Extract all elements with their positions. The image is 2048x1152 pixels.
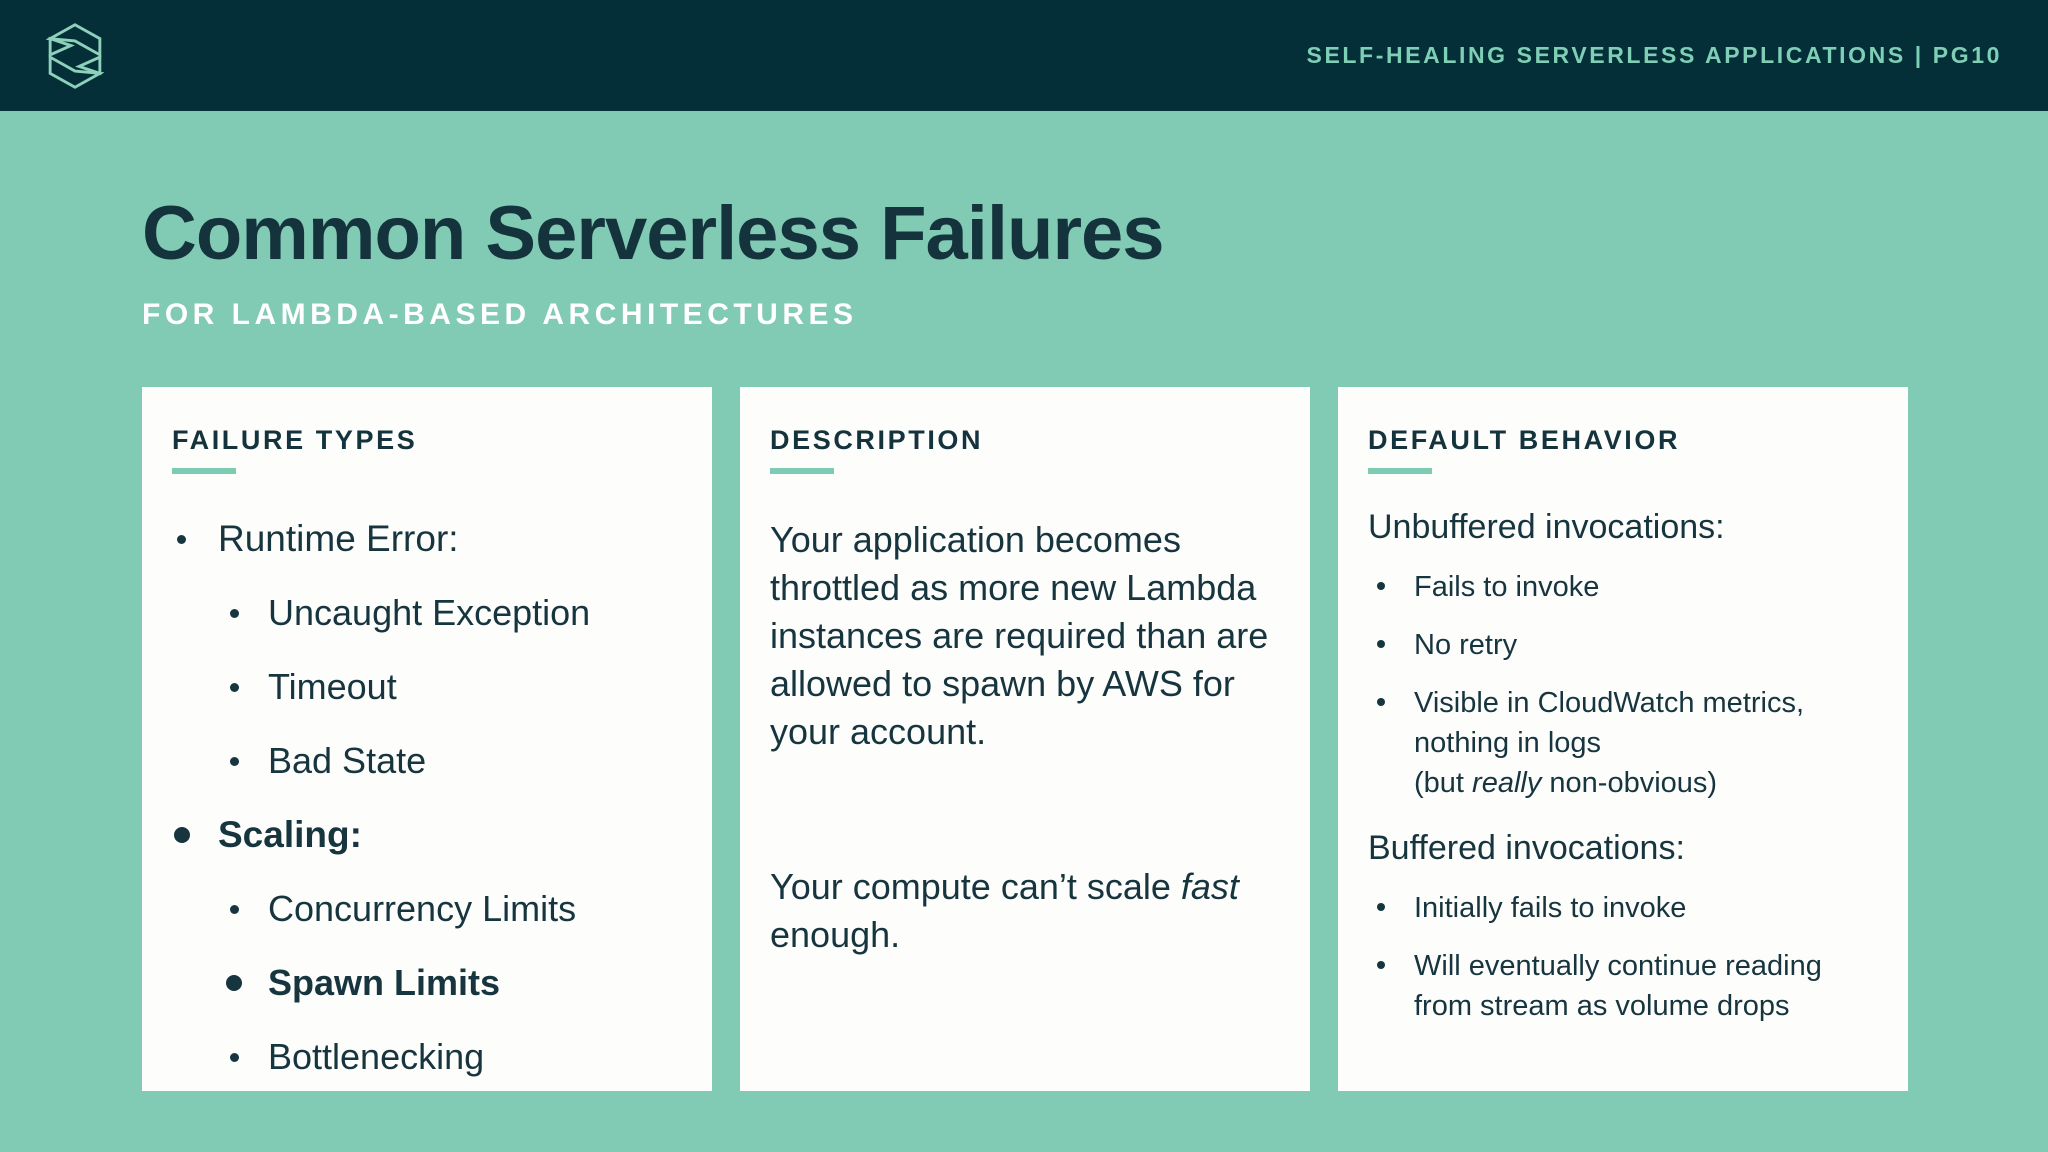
description-paragraph: Your compute can’t scale fast enough. — [770, 863, 1280, 959]
list-item-label: Fails to invoke — [1414, 571, 1600, 603]
page-title: Common Serverless Failures — [142, 191, 1165, 276]
cards-row: FAILURE TYPES Runtime Error: Uncaught Ex… — [142, 387, 1908, 1091]
bullet-icon — [230, 905, 239, 914]
bullet-icon — [1377, 961, 1385, 970]
list-item: Bottlenecking — [172, 1036, 682, 1078]
heading-underline — [770, 468, 834, 474]
bullet-icon — [1377, 582, 1385, 590]
list-item-label: Bottlenecking — [268, 1036, 485, 1077]
italic-text-run: fast — [1180, 866, 1239, 908]
list-item: Runtime Error: — [172, 518, 682, 560]
bullet-icon — [174, 827, 190, 843]
list-item-label: Spawn Limits — [268, 962, 501, 1003]
heading-underline — [1368, 468, 1432, 474]
list-item: Concurrency Limits — [172, 888, 682, 930]
hero: Common Serverless Failures FOR LAMBDA-BA… — [142, 191, 1165, 332]
section-title: Unbuffered invocations: — [1368, 508, 1725, 546]
text-run: (but — [1414, 767, 1473, 800]
text-run: Your compute can’t scale — [770, 866, 1181, 908]
bullet-icon — [230, 1053, 239, 1062]
card-heading: FAILURE TYPES — [172, 425, 418, 455]
slide-header: SELF-HEALING SERVERLESS APPLICATIONS | P… — [0, 0, 2048, 111]
failure-types-list: Runtime Error: Uncaught Exception Timeou… — [172, 518, 682, 1078]
card-heading: DEFAULT BEHAVIOR — [1368, 425, 1681, 455]
card-failure-types: FAILURE TYPES Runtime Error: Uncaught Ex… — [142, 387, 712, 1091]
bullet-icon — [1377, 698, 1385, 707]
list-item-label: Uncaught Exception — [268, 592, 591, 633]
text-run: non-obvious) — [1541, 767, 1718, 800]
bullet-icon — [230, 757, 239, 766]
list-item-label: Scaling: — [218, 814, 362, 855]
list-item: Timeout — [172, 666, 682, 708]
card-default-behavior: DEFAULT BEHAVIOR Unbuffered invocations:… — [1338, 387, 1908, 1091]
unbuffered-list: Fails to invoke No retry Visible in Clou… — [1368, 567, 1878, 803]
list-item-label: Visible in CloudWatch metrics, nothing i… — [1414, 687, 1804, 799]
bullet-icon — [226, 975, 242, 991]
list-item-label: No retry — [1414, 629, 1518, 662]
heading-underline — [172, 468, 236, 474]
stacked-boxes-logo-icon — [46, 19, 104, 93]
list-item: Visible in CloudWatch metrics, nothing i… — [1368, 683, 1878, 803]
list-item: Uncaught Exception — [172, 592, 682, 634]
description-paragraph: Your application becomes throttled as mo… — [770, 519, 1269, 752]
list-item-label: Initially fails to invoke — [1414, 892, 1687, 925]
list-item-label: Concurrency Limits — [268, 888, 577, 929]
buffered-list: Initially fails to invoke Will eventuall… — [1368, 888, 1878, 1026]
list-item: Initially fails to invoke — [1368, 888, 1878, 928]
list-item-label: Runtime Error: — [218, 518, 459, 559]
italic-text-run: really — [1472, 767, 1542, 800]
card-description: DESCRIPTION Your application becomes thr… — [740, 387, 1310, 1091]
list-item: Fails to invoke — [1368, 567, 1878, 607]
bullet-icon — [1377, 903, 1385, 912]
list-item: Spawn Limits — [172, 962, 682, 1004]
text-run: Visible in CloudWatch metrics, nothing i… — [1414, 687, 1805, 760]
list-item: Will eventually continue reading from st… — [1368, 946, 1878, 1026]
page-subtitle: FOR LAMBDA-BASED ARCHITECTURES — [142, 297, 858, 331]
section-title: Buffered invocations: — [1368, 829, 1685, 868]
card-heading: DESCRIPTION — [770, 425, 984, 455]
list-item-label: Timeout — [268, 666, 397, 707]
list-item: Bad State — [172, 740, 682, 782]
bullet-icon — [177, 535, 186, 544]
bullet-icon — [230, 683, 239, 692]
list-item: No retry — [1368, 625, 1878, 665]
list-item: Scaling: — [172, 814, 682, 856]
text-run: enough. — [770, 914, 901, 956]
list-item-label: Will eventually continue reading from st… — [1414, 950, 1822, 1023]
list-item-label: Bad State — [268, 740, 427, 781]
bullet-icon — [1377, 640, 1385, 649]
bullet-icon — [230, 609, 239, 618]
header-ribbon-text: SELF-HEALING SERVERLESS APPLICATIONS | P… — [1306, 42, 2002, 68]
